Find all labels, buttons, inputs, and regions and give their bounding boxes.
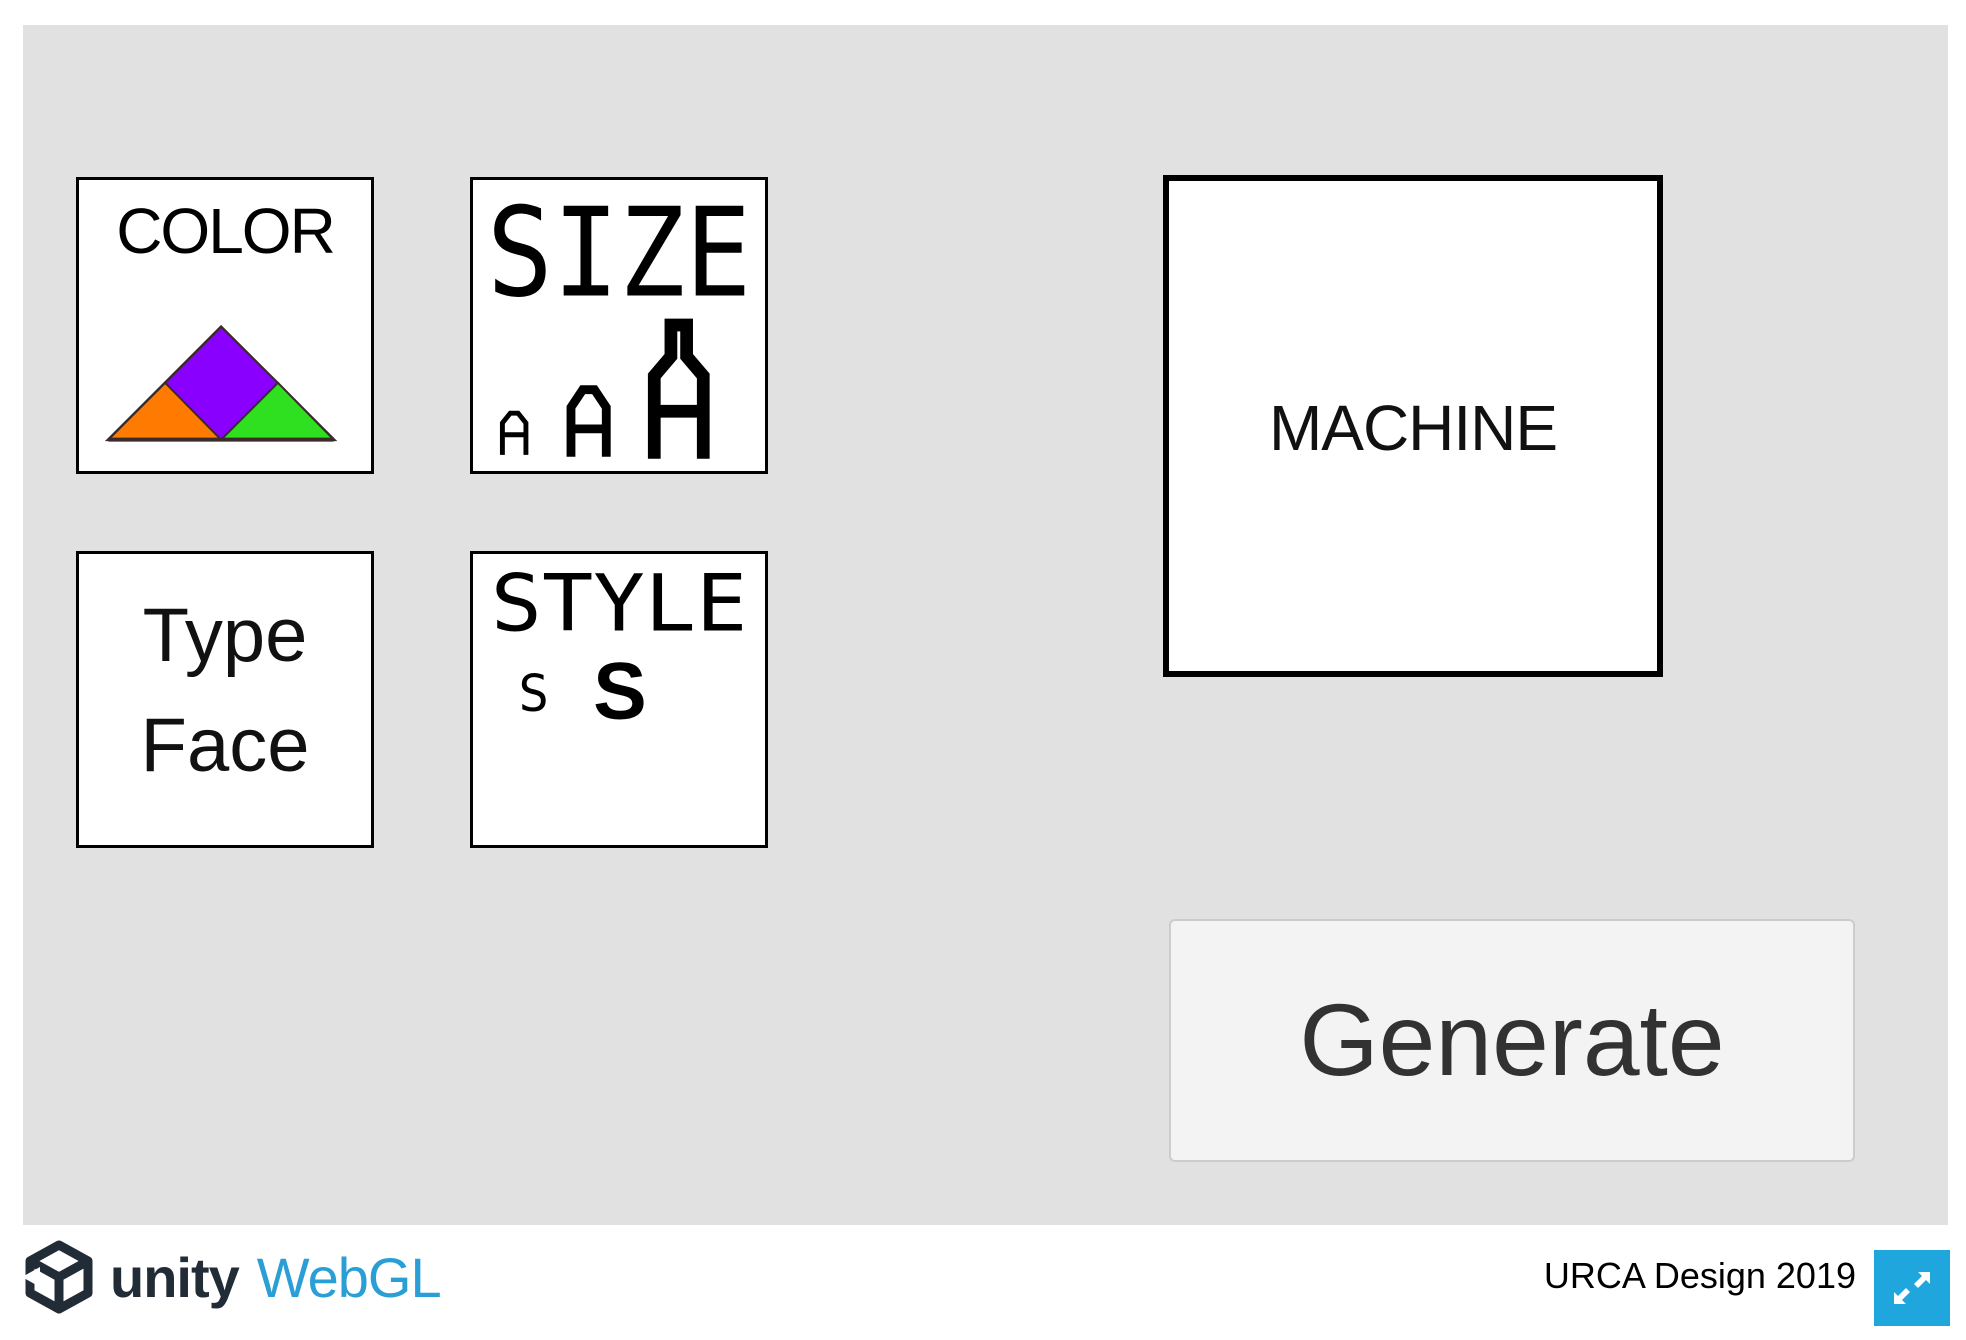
typeface-line-2: Face — [140, 703, 310, 788]
unity-webgl-logo: unity WebGL — [22, 1237, 442, 1317]
fullscreen-expand-icon — [1894, 1272, 1930, 1304]
webgl-footer: unity WebGL URCA Design 2019 — [0, 1225, 1966, 1340]
unity-wordmark: unity — [110, 1245, 240, 1309]
credit-text: URCA Design 2019 — [1543, 1255, 1856, 1296]
color-tile-title: COLOR — [116, 195, 336, 267]
style-tile-title: STYLE — [491, 558, 748, 649]
size-tile[interactable]: SIZE — [470, 177, 768, 474]
style-tile[interactable]: STYLE S S — [470, 551, 768, 848]
webgl-wordmark: WebGL — [256, 1245, 442, 1309]
style-small-sample: S — [518, 665, 549, 724]
unity-cube-icon — [22, 1240, 93, 1314]
machine-panel: MACHINE — [1163, 175, 1663, 677]
style-tile-graphic: STYLE S S — [491, 558, 748, 737]
typeface-tile[interactable]: Type Face — [76, 551, 374, 848]
fullscreen-button[interactable] — [1874, 1250, 1950, 1326]
machine-label: MACHINE — [1268, 392, 1558, 464]
typeface-line-1: Type — [142, 593, 308, 678]
color-tile[interactable]: COLOR — [76, 177, 374, 474]
size-tile-title: SIZE — [487, 182, 752, 326]
generate-button[interactable]: Generate — [1169, 919, 1855, 1162]
size-sample-icon — [499, 318, 710, 459]
style-bold-sample: S — [593, 647, 647, 737]
unity-canvas[interactable]: COLOR SIZE Type — [23, 25, 1948, 1225]
size-tile-graphic: SIZE — [487, 182, 752, 459]
generate-button-label: Generate — [1299, 983, 1725, 1097]
color-triangle-icon — [104, 324, 338, 442]
